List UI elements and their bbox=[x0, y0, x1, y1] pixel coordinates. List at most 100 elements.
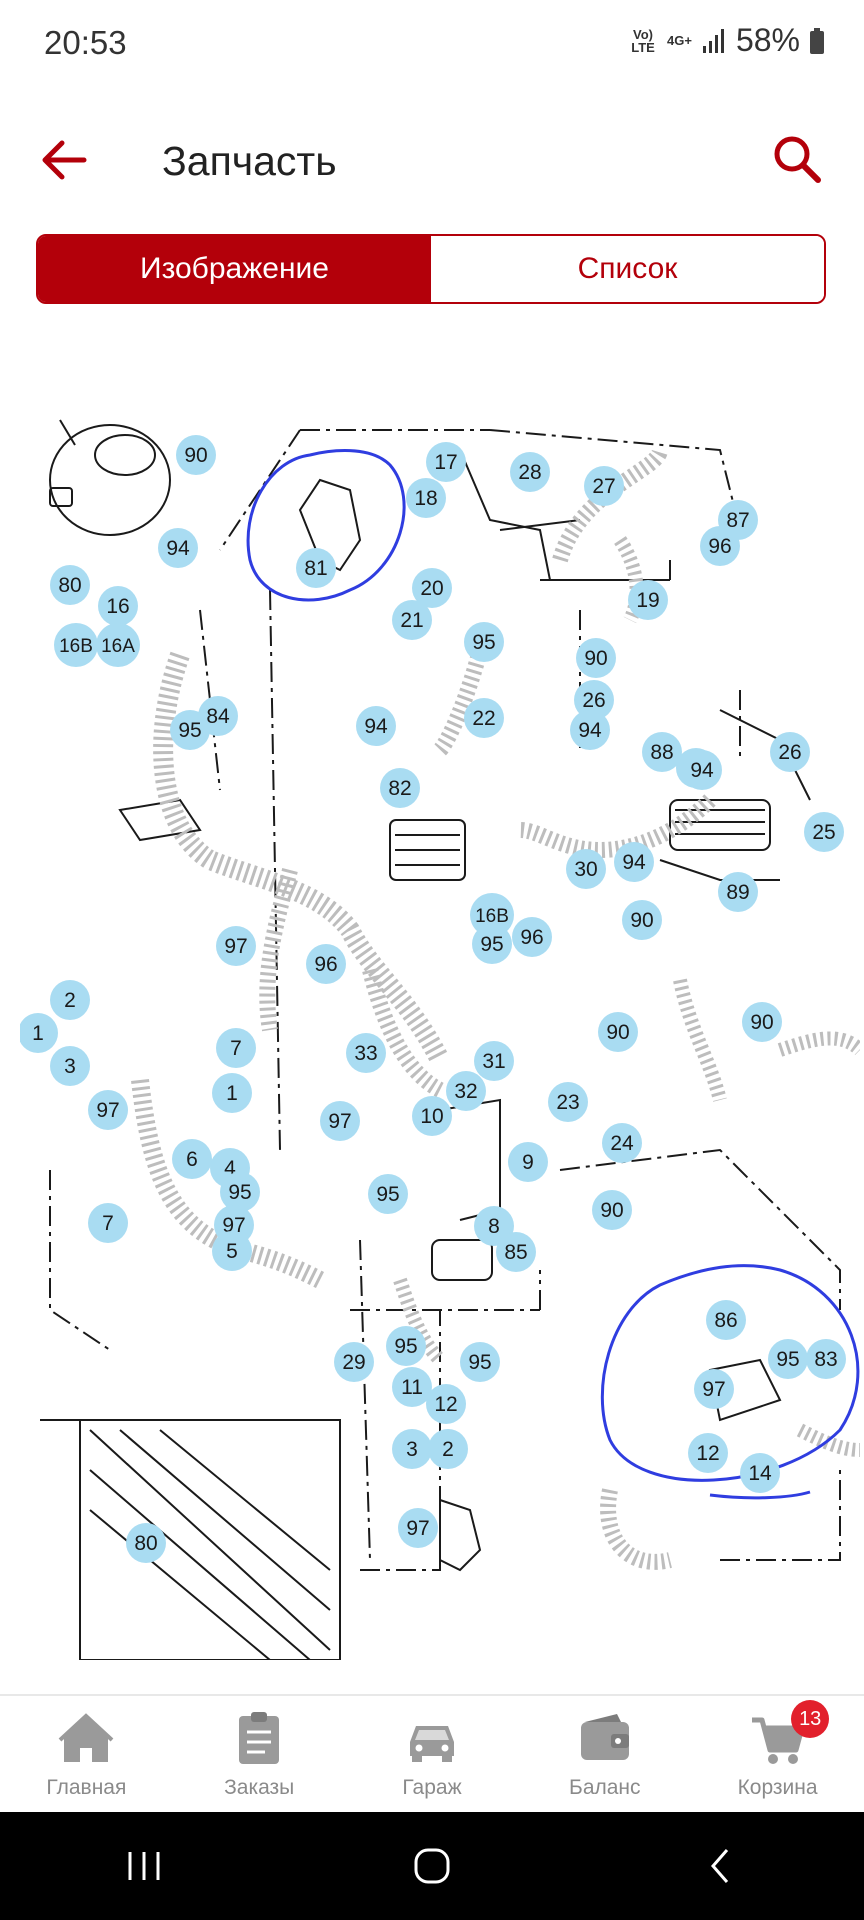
part-label[interactable]: 95 bbox=[472, 924, 512, 964]
part-label[interactable]: 21 bbox=[392, 600, 432, 640]
part-label[interactable]: 12 bbox=[688, 1433, 728, 1473]
part-label[interactable]: 82 bbox=[380, 768, 420, 808]
back-button[interactable] bbox=[34, 130, 94, 190]
part-label[interactable]: 95 bbox=[220, 1172, 260, 1212]
part-label[interactable]: 29 bbox=[334, 1342, 374, 1382]
nav-home[interactable]: Главная bbox=[0, 1696, 173, 1814]
part-label[interactable]: 26 bbox=[574, 680, 614, 720]
part-label[interactable]: 26 bbox=[770, 732, 810, 772]
part-label[interactable]: 95 bbox=[368, 1174, 408, 1214]
part-label[interactable]: 31 bbox=[474, 1041, 514, 1081]
part-label[interactable]: 90 bbox=[742, 1002, 782, 1042]
part-label[interactable]: 16 bbox=[98, 586, 138, 626]
part-label[interactable]: 90 bbox=[176, 435, 216, 475]
part-label-text: 16B bbox=[59, 636, 93, 657]
part-label-text: 83 bbox=[814, 1348, 837, 1371]
part-label[interactable]: 32 bbox=[446, 1071, 486, 1111]
nav-orders[interactable]: Заказы bbox=[173, 1696, 346, 1814]
part-label-text: 96 bbox=[520, 926, 543, 949]
part-label[interactable]: 6 bbox=[172, 1139, 212, 1179]
part-label[interactable]: 33 bbox=[346, 1033, 386, 1073]
part-label[interactable]: 97 bbox=[216, 926, 256, 966]
back-chevron-icon bbox=[711, 1849, 729, 1883]
part-label[interactable]: 16B bbox=[54, 623, 98, 667]
part-label[interactable]: 11 bbox=[392, 1367, 432, 1407]
part-label[interactable]: 3 bbox=[392, 1429, 432, 1469]
part-label[interactable]: 3 bbox=[50, 1046, 90, 1086]
part-label[interactable]: 96 bbox=[700, 526, 740, 566]
part-label[interactable]: 94 bbox=[614, 842, 654, 882]
part-label[interactable]: 28 bbox=[510, 452, 550, 492]
part-label-text: 8 bbox=[488, 1215, 500, 1238]
part-label[interactable]: 12 bbox=[426, 1384, 466, 1424]
part-label-text: 90 bbox=[606, 1021, 629, 1044]
part-label[interactable]: 96 bbox=[512, 917, 552, 957]
part-label-bubble bbox=[768, 1339, 808, 1379]
part-label[interactable]: 7 bbox=[88, 1203, 128, 1243]
part-label[interactable]: 17 bbox=[426, 442, 466, 482]
part-label[interactable]: 95 bbox=[464, 622, 504, 662]
part-label[interactable]: 7 bbox=[216, 1028, 256, 1068]
part-label-text: 32 bbox=[454, 1080, 477, 1103]
part-label[interactable]: 83 bbox=[806, 1339, 846, 1379]
part-label[interactable]: 1 bbox=[212, 1073, 252, 1113]
part-label[interactable]: 19 bbox=[628, 580, 668, 620]
part-label[interactable]: 2 bbox=[428, 1429, 468, 1469]
part-label[interactable]: 94 bbox=[356, 706, 396, 746]
part-label[interactable]: 89 bbox=[718, 872, 758, 912]
part-label[interactable]: 10 bbox=[412, 1096, 452, 1136]
part-label[interactable]: 90 bbox=[622, 900, 662, 940]
part-label-bubble bbox=[694, 1369, 734, 1409]
recent-apps-button[interactable] bbox=[109, 1841, 179, 1891]
part-label[interactable]: 90 bbox=[592, 1190, 632, 1230]
part-label[interactable]: 80 bbox=[126, 1523, 166, 1563]
part-label[interactable]: 88 bbox=[642, 732, 682, 772]
tab-list[interactable]: Список bbox=[431, 236, 824, 302]
part-label[interactable]: 25 bbox=[804, 812, 844, 852]
part-label[interactable]: 97 bbox=[88, 1090, 128, 1130]
part-label[interactable]: 2 bbox=[50, 980, 90, 1020]
part-label[interactable]: 94 bbox=[570, 710, 610, 750]
part-label[interactable]: 97 bbox=[398, 1508, 438, 1548]
part-label[interactable]: 94 bbox=[158, 528, 198, 568]
part-label[interactable]: 81 bbox=[296, 548, 336, 588]
part-label[interactable]: 23 bbox=[548, 1082, 588, 1122]
part-label[interactable]: 95 bbox=[386, 1326, 426, 1366]
part-label[interactable]: 96 bbox=[306, 944, 346, 984]
back-system-button[interactable] bbox=[685, 1841, 755, 1891]
nav-garage[interactable]: Гараж bbox=[346, 1696, 519, 1814]
part-label[interactable]: 5 bbox=[212, 1231, 252, 1271]
part-label[interactable]: 80 bbox=[50, 565, 90, 605]
part-label[interactable]: 90 bbox=[576, 638, 616, 678]
part-label[interactable]: 22 bbox=[464, 698, 504, 738]
part-label-text: 20 bbox=[420, 577, 443, 600]
part-label-bubble bbox=[428, 1429, 468, 1469]
part-label[interactable]: 9 bbox=[508, 1142, 548, 1182]
part-label-bubble bbox=[296, 548, 336, 588]
part-label[interactable]: 97 bbox=[320, 1101, 360, 1141]
part-label[interactable]: 27 bbox=[584, 466, 624, 506]
part-label[interactable]: 95 bbox=[460, 1342, 500, 1382]
part-label[interactable]: 16A bbox=[96, 623, 140, 667]
part-label[interactable]: 90 bbox=[598, 1012, 638, 1052]
part-label-bubble bbox=[642, 732, 682, 772]
search-button[interactable] bbox=[766, 128, 830, 192]
part-label[interactable]: 85 bbox=[496, 1232, 536, 1272]
part-label[interactable]: 18 bbox=[406, 478, 446, 518]
part-label[interactable]: 95 bbox=[768, 1339, 808, 1379]
part-label[interactable]: 1 bbox=[20, 1013, 58, 1053]
part-label[interactable]: 30 bbox=[566, 849, 606, 889]
part-label[interactable]: 97 bbox=[694, 1369, 734, 1409]
nav-balance[interactable]: Баланс bbox=[518, 1696, 691, 1814]
tab-image[interactable]: Изображение bbox=[38, 236, 431, 302]
nav-cart[interactable]: Корзина 13 bbox=[691, 1696, 864, 1814]
part-label[interactable]: 94 bbox=[682, 750, 722, 790]
part-label[interactable]: 24 bbox=[602, 1123, 642, 1163]
home-system-button[interactable] bbox=[397, 1841, 467, 1891]
part-label[interactable]: 86 bbox=[706, 1300, 746, 1340]
part-label[interactable]: 95 bbox=[170, 710, 210, 750]
part-label-text: 97 bbox=[96, 1099, 119, 1122]
part-label[interactable]: 20 bbox=[412, 568, 452, 608]
part-label[interactable]: 16B bbox=[470, 893, 514, 937]
part-label[interactable]: 14 bbox=[740, 1453, 780, 1493]
